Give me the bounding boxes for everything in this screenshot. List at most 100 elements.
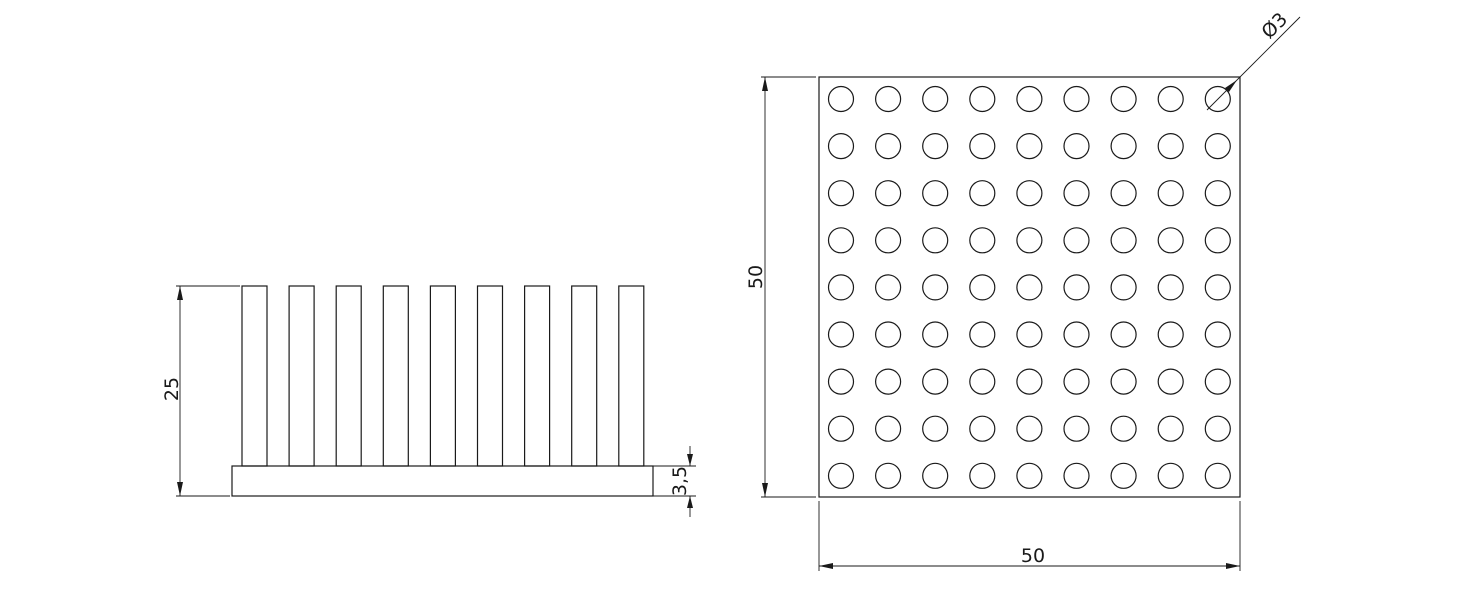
pin-hole [827, 133, 855, 160]
pin-grid [827, 85, 1231, 489]
pin-hole [827, 274, 855, 301]
pin-hole [922, 180, 949, 207]
pin-hole [1110, 227, 1137, 254]
pin-hole [1157, 415, 1184, 442]
pin-hole [1063, 415, 1090, 442]
pin-hole [874, 227, 902, 254]
pin-hole [922, 274, 949, 301]
arrowhead-right [1226, 563, 1240, 569]
pin-hole [874, 85, 902, 113]
arrowhead-diameter [1225, 80, 1237, 92]
pin-hole [1110, 180, 1137, 207]
pin-hole [969, 85, 996, 113]
pin-hole [969, 133, 996, 160]
pin-hole [922, 462, 949, 489]
heatsink-base [231, 465, 654, 497]
heatsink-outline [818, 76, 1241, 498]
pin-hole [969, 321, 996, 348]
pin-hole [1063, 227, 1090, 254]
arrowhead-top [687, 454, 693, 466]
side-view: 25 3,5 [161, 285, 696, 517]
dimension-label-height: 25 [161, 377, 183, 401]
arrowhead-bottom [177, 482, 183, 496]
pin-hole [1204, 321, 1231, 348]
side-pin [382, 285, 409, 467]
pin-hole [1016, 368, 1043, 395]
pin-hole [1016, 415, 1043, 442]
pin-hole [1204, 227, 1231, 254]
dimension-label-base-thickness: 3,5 [669, 466, 691, 496]
pin-hole [827, 321, 855, 348]
side-pin [335, 285, 362, 467]
pin-hole [1110, 321, 1137, 348]
side-pin [241, 285, 268, 467]
pin-hole [1016, 321, 1043, 348]
pin-hole [1110, 85, 1137, 113]
pin-hole [1063, 368, 1090, 395]
pin-hole [874, 180, 902, 207]
pin-hole [1204, 415, 1231, 442]
pin-hole [922, 227, 949, 254]
side-pin [523, 285, 551, 467]
pin-hole [874, 415, 902, 442]
pin-hole [969, 274, 996, 301]
pin-hole [1063, 180, 1090, 207]
pin-hole [1157, 227, 1184, 254]
dimension-pin-diameter: Ø3 [1206, 8, 1301, 111]
pin-hole [1063, 85, 1090, 113]
pin-hole [1204, 133, 1231, 160]
side-pin [571, 285, 598, 467]
side-pin [618, 285, 645, 467]
pin-hole [1157, 274, 1184, 301]
pin-hole [1157, 85, 1184, 113]
pin-hole [1110, 415, 1137, 442]
dimension-label-width: 50 [1021, 545, 1045, 567]
diameter-leader-line [1206, 16, 1301, 111]
pin-hole [874, 274, 902, 301]
pin-hole [1016, 227, 1043, 254]
pin-hole [1157, 180, 1184, 207]
pin-hole [922, 415, 949, 442]
pin-hole [827, 368, 855, 395]
pin-hole [827, 85, 855, 113]
arrowhead-bottom [762, 483, 768, 497]
pin-hole [922, 368, 949, 395]
side-pin [429, 285, 456, 467]
pin-hole [1063, 274, 1090, 301]
dimension-base-thickness: 3,5 [653, 446, 696, 517]
pin-hole [1204, 368, 1231, 395]
pin-hole [1063, 321, 1090, 348]
pin-hole [1110, 274, 1137, 301]
dimension-height-top: 50 [745, 76, 816, 498]
pin-hole [969, 227, 996, 254]
pin-hole [1157, 462, 1184, 489]
pin-hole [827, 227, 855, 254]
pin-hole [874, 368, 902, 395]
dimension-label-pin-diameter: Ø3 [1257, 8, 1292, 43]
pin-hole [1063, 462, 1090, 489]
pin-hole [1204, 180, 1231, 207]
pin-hole [922, 321, 949, 348]
pin-hole [874, 133, 902, 160]
pin-hole [1110, 462, 1137, 489]
pin-hole [1016, 180, 1043, 207]
pin-hole [969, 415, 996, 442]
side-pins [241, 285, 645, 467]
arrowhead-bottom [687, 496, 693, 508]
arrowhead-left [819, 563, 833, 569]
top-view: 50 50 Ø3 [745, 8, 1301, 571]
pin-hole [1204, 462, 1231, 489]
pin-hole [874, 462, 902, 489]
arrowhead-top [177, 286, 183, 300]
dimension-height-side: 25 [161, 285, 240, 497]
pin-hole [1157, 321, 1184, 348]
pin-hole [1016, 133, 1043, 160]
arrowhead-top [762, 77, 768, 91]
pin-hole [1157, 368, 1184, 395]
pin-hole [827, 415, 855, 442]
pin-hole [1204, 85, 1231, 113]
pin-hole [969, 368, 996, 395]
pin-hole [1157, 133, 1184, 160]
side-pin [476, 285, 504, 467]
